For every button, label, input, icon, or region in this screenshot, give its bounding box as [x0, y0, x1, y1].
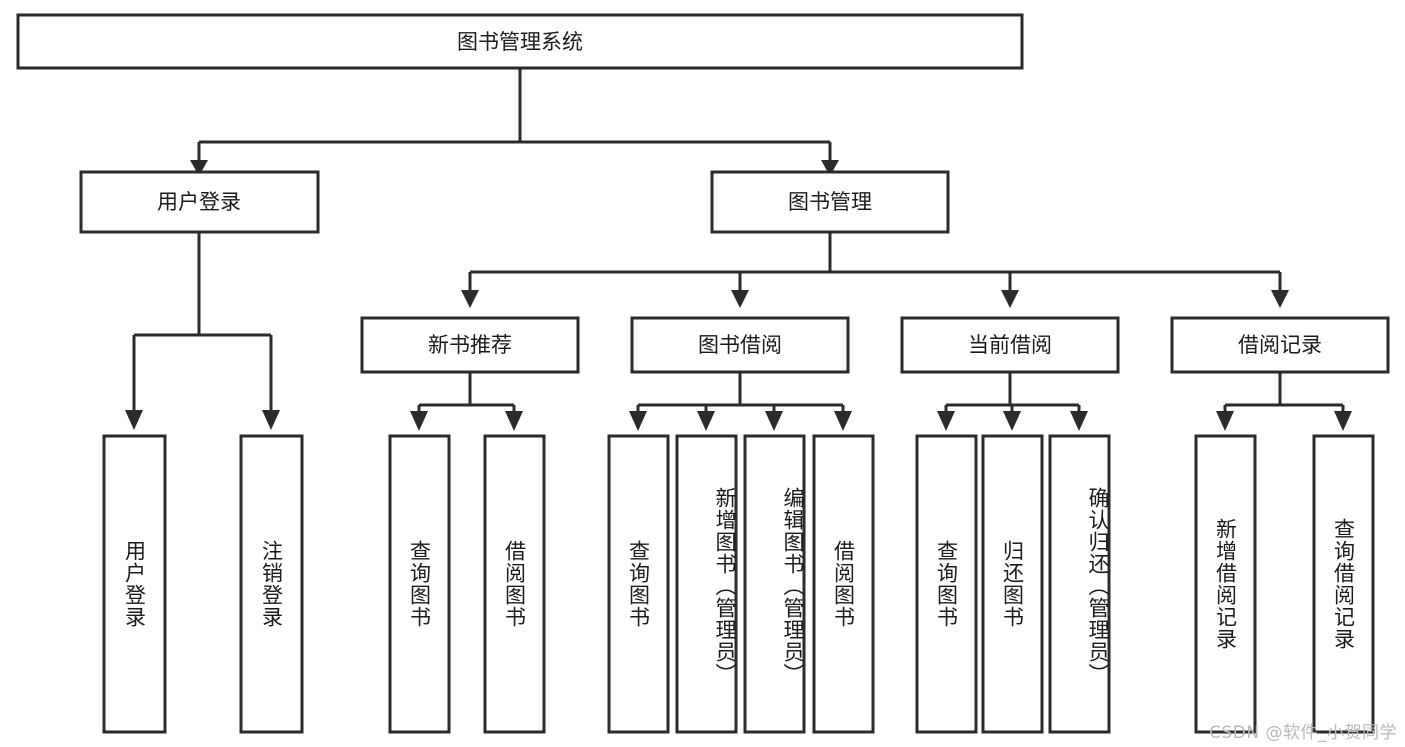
connector-borrowrecord-to-leaves	[1216, 372, 1352, 431]
connector-currentborrow-to-leaves	[937, 372, 1088, 431]
node-book-borrow-label: 图书借阅	[698, 333, 782, 357]
leaf-box-query-book-recommend[interactable]	[388, 434, 451, 734]
node-root[interactable]	[16, 13, 1024, 70]
node-book-management[interactable]	[710, 170, 950, 234]
arrow-head-icon	[461, 290, 479, 308]
arrow-head-icon	[1216, 411, 1234, 431]
leaf-box-query-book-borrow[interactable]	[607, 434, 670, 734]
arrow-head-icon	[834, 411, 852, 431]
arrow-head-icon	[937, 411, 955, 431]
connector-bookmgmt-to-level3	[461, 232, 1289, 308]
leaf-box-add-book-admin[interactable]	[675, 434, 738, 734]
arrow-head-icon	[821, 160, 839, 176]
connector-userlogin-to-leaves	[125, 232, 280, 430]
arrow-head-icon	[1271, 290, 1289, 308]
arrow-head-icon	[1070, 411, 1088, 431]
node-book-management-label: 图书管理	[788, 190, 872, 214]
arrow-head-icon	[262, 410, 280, 430]
leaf-box-logout[interactable]	[239, 434, 304, 734]
node-new-book-recommend-label: 新书推荐	[428, 333, 512, 357]
arrow-head-icon	[505, 411, 523, 431]
leaf-box-borrow-book-recommend[interactable]	[483, 434, 546, 734]
leaf-box-borrow-book[interactable]	[812, 434, 875, 734]
arrow-head-icon	[1001, 290, 1019, 308]
connector-root-to-level2	[190, 68, 839, 176]
node-current-borrow[interactable]	[900, 316, 1120, 374]
arrow-head-icon	[765, 411, 783, 431]
leaf-box-query-borrow-record[interactable]	[1312, 434, 1375, 734]
node-borrow-record-label: 借阅记录	[1238, 333, 1322, 357]
leaf-box-query-book-current[interactable]	[915, 434, 978, 734]
connector-bookborrow-to-leaves	[629, 372, 852, 431]
node-user-login[interactable]	[79, 170, 320, 234]
connector-newbook-to-leaves	[410, 372, 523, 431]
arrow-head-icon	[1003, 411, 1021, 431]
watermark-text: CSDN @软件_小贺同学	[1209, 723, 1397, 743]
leaf-box-return-book[interactable]	[981, 434, 1044, 734]
leaf-box-add-borrow-record[interactable]	[1194, 434, 1257, 734]
node-current-borrow-label: 当前借阅	[968, 333, 1052, 357]
arrow-head-icon	[629, 411, 647, 431]
arrow-head-icon	[410, 411, 428, 431]
arrow-head-icon	[1334, 411, 1352, 431]
leaf-box-edit-book-admin[interactable]	[743, 434, 806, 734]
node-user-login-label: 用户登录	[157, 190, 241, 214]
leaf-box-user-login[interactable]	[102, 434, 167, 734]
node-book-borrow[interactable]	[630, 316, 850, 374]
arrow-head-icon	[731, 290, 749, 308]
node-borrow-record[interactable]	[1170, 316, 1390, 374]
node-root-label: 图书管理系统	[457, 30, 583, 54]
arrow-head-icon	[125, 410, 143, 430]
leaf-box-confirm-return-admin[interactable]	[1048, 434, 1111, 734]
arrow-head-icon	[697, 411, 715, 431]
node-new-book-recommend[interactable]	[360, 316, 580, 374]
arrow-head-icon	[190, 160, 208, 176]
